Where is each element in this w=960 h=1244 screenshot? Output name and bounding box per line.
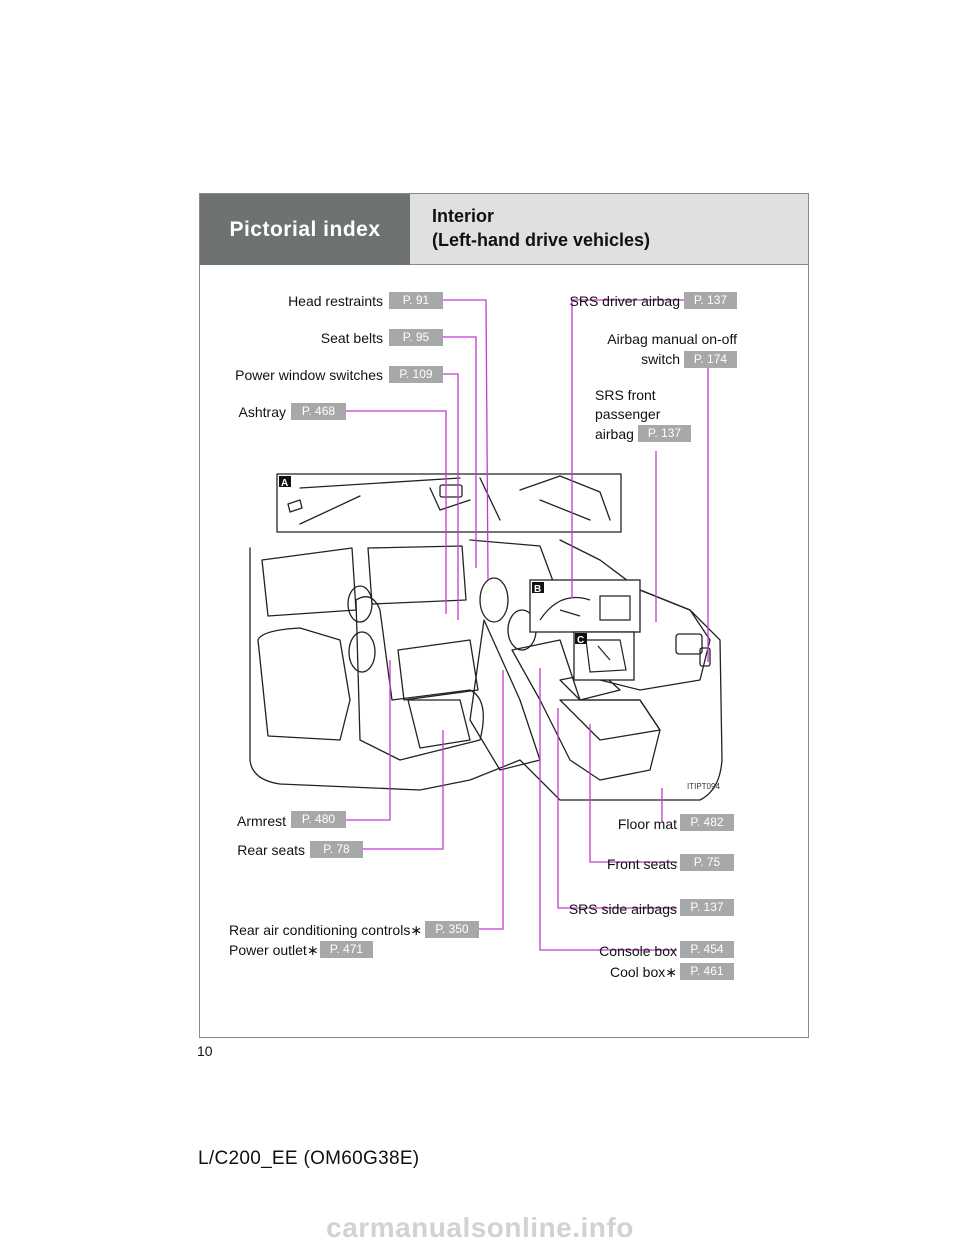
label-airbag-manual-switch-2: switch <box>641 351 680 367</box>
page-title: Interior (Left-hand drive vehicles) <box>410 194 808 265</box>
inset-a-ashtray <box>439 484 463 498</box>
label-rear-seats: Rear seats <box>237 842 305 858</box>
label-ashtray: Ashtray <box>238 404 286 420</box>
front-right-seat <box>511 639 661 781</box>
leader-rear-seats <box>363 730 444 850</box>
leader-rear-ac <box>479 670 504 930</box>
page-ref-srs-driver-airbag[interactable]: P. 137 <box>684 292 737 309</box>
leader-lines <box>346 299 737 951</box>
leader-seat-belts <box>443 336 477 568</box>
label-front-seats: Front seats <box>606 856 677 872</box>
page-number: 10 <box>197 1043 213 1059</box>
inset-a-vent <box>287 499 303 513</box>
leader-srs-driver <box>571 299 737 598</box>
leader-side-airbags <box>557 708 677 909</box>
page-ref-floor-mat[interactable]: P. 482 <box>680 814 734 831</box>
body-outline <box>249 539 723 801</box>
rear-seat-armrest-side <box>355 596 484 761</box>
label-power-window-switches: Power window switches <box>235 367 383 383</box>
inset-a-frame <box>276 473 622 533</box>
page-ref-console-box[interactable]: P. 454 <box>680 941 734 958</box>
rear-left-seat <box>257 627 351 741</box>
inset-a-lines <box>299 475 611 525</box>
airbag-switch <box>699 647 711 667</box>
section-tab: Pictorial index <box>200 194 410 265</box>
label-floor-mat: Floor mat <box>617 816 677 832</box>
page-ref-srs-side-airbags[interactable]: P. 137 <box>680 899 734 916</box>
inset-b-lines <box>539 595 631 621</box>
page-ref-srs-front-passenger[interactable]: P. 137 <box>638 425 691 442</box>
label-cool-box: Cool box∗ <box>610 964 677 980</box>
illustration-code: ITIPT094 <box>687 782 720 791</box>
dash-vent <box>675 633 703 655</box>
inset-b-badge <box>532 582 544 593</box>
inset-c-letter: C <box>577 635 584 646</box>
side-window <box>367 545 467 605</box>
front-head-restraint-left <box>479 577 509 623</box>
label-srs-side-airbags: SRS side airbags <box>568 901 677 917</box>
page-ref-armrest[interactable]: P. 480 <box>291 811 346 828</box>
page-ref-power-outlet[interactable]: P. 471 <box>320 941 373 958</box>
watermark: carmanualsonline.info <box>326 1212 634 1243</box>
page-ref-cool-box[interactable]: P. 461 <box>680 963 734 980</box>
label-srs-driver-airbag: SRS driver airbag <box>569 293 681 309</box>
page-ref-front-seats[interactable]: P. 75 <box>680 854 734 871</box>
label-airbag-manual-switch-1: Airbag manual on-off <box>607 331 737 347</box>
inset-a-letter: A <box>281 478 288 489</box>
rear-seat-back <box>397 639 479 701</box>
label-power-outlet: Power outlet∗ <box>229 942 319 958</box>
page-ref-power-window-switches[interactable]: P. 109 <box>389 366 443 383</box>
leader-armrest <box>346 660 391 821</box>
page-ref-ashtray[interactable]: P. 468 <box>291 403 346 420</box>
leader-head-restraints <box>443 299 489 581</box>
page-ref-seat-belts[interactable]: P. 95 <box>389 329 443 346</box>
label-srs-front-passenger-3: airbag <box>595 426 634 442</box>
leader-power-window <box>443 373 459 620</box>
inset-b-frame <box>529 579 641 633</box>
page-ref-airbag-manual-switch[interactable]: P. 174 <box>684 351 737 368</box>
label-srs-front-passenger-1: SRS front <box>595 387 656 403</box>
inset-a-badge <box>279 476 291 487</box>
page-ref-rear-ac-controls[interactable]: P. 350 <box>425 921 479 938</box>
leader-front-seats <box>589 724 677 863</box>
rear-window <box>261 547 357 617</box>
title-line-1: Interior <box>432 206 495 226</box>
label-seat-belts: Seat belts <box>320 330 383 346</box>
page-ref-rear-seats[interactable]: P. 78 <box>310 841 363 858</box>
front-left-seat <box>469 619 541 771</box>
leader-console-box <box>539 668 677 951</box>
document-code: L/C200_EE (OM60G38E) <box>198 1148 420 1169</box>
inset-b-letter: B <box>534 584 541 595</box>
inset-c-lines <box>585 639 627 673</box>
page-frame: Pictorial index Interior (Left-hand driv… <box>199 193 809 1038</box>
label-console-box: Console box <box>599 943 677 959</box>
page-ref-head-restraints[interactable]: P. 91 <box>389 292 443 309</box>
label-armrest: Armrest <box>237 813 286 829</box>
rear-head-restraint-2 <box>347 585 373 623</box>
rear-head-restraint <box>348 631 376 673</box>
title-line-2: (Left-hand drive vehicles) <box>432 230 651 250</box>
label-srs-front-passenger-2: passenger <box>595 406 661 422</box>
rear-seat-cushion <box>407 699 471 749</box>
inset-c-badge <box>575 633 587 644</box>
front-seat-cushion <box>559 699 661 741</box>
leader-ashtray <box>346 410 447 614</box>
label-head-restraints: Head restraints <box>288 293 383 309</box>
label-rear-ac-controls: Rear air conditioning controls∗ <box>229 922 423 938</box>
